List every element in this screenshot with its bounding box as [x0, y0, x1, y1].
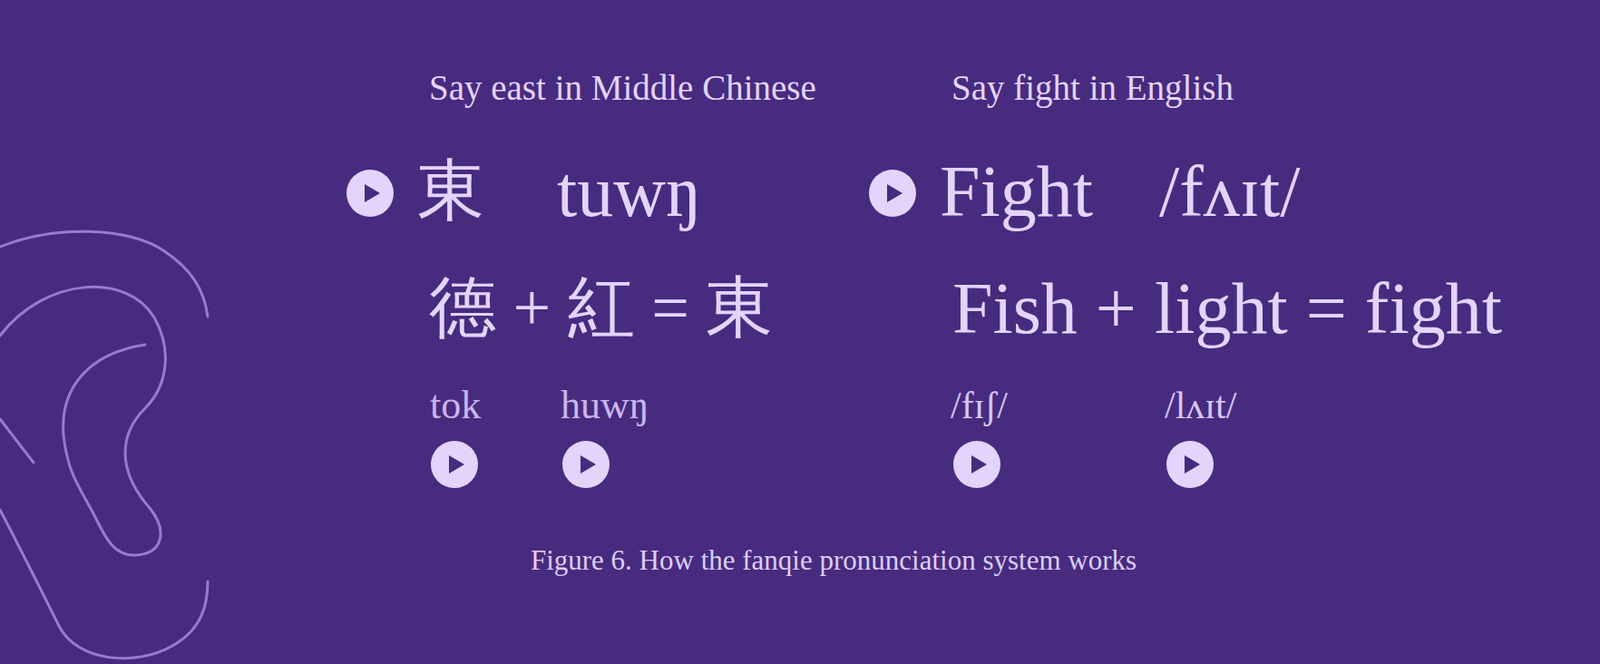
- ear-drawing: [0, 231, 208, 659]
- play-button: [430, 440, 479, 488]
- ear-outline: [0, 231, 208, 317]
- syllable-reading: tok: [429, 382, 481, 430]
- play-button: [1166, 440, 1214, 488]
- figure-caption: Figure 6. How the fanqie pronunciation s…: [530, 544, 1137, 577]
- column-heading: Say fight in English: [951, 68, 1234, 109]
- fanqie-equation: Fish + light = fight: [952, 266, 1503, 351]
- play-button: [346, 169, 394, 217]
- syllable-reading: huwŋ: [560, 382, 650, 430]
- transcription: /fʌɪt/: [1159, 149, 1301, 234]
- play-button: [953, 440, 1001, 488]
- play-button: [562, 440, 610, 488]
- ear-inner: [0, 419, 34, 463]
- play-button: [868, 169, 917, 217]
- ear-inner: [0, 286, 166, 556]
- fanqie-equation: 德 + 紅 = 東: [429, 269, 773, 347]
- syllable-reading: /fɪʃ/: [950, 383, 1008, 428]
- transcription: tuwŋ: [556, 149, 703, 234]
- column-heading: Say east in Middle Chinese: [429, 68, 817, 109]
- chinese-character: 東: [417, 152, 485, 230]
- syllable-reading: /lʌɪt/: [1164, 383, 1237, 428]
- english-word: Fight: [939, 149, 1093, 234]
